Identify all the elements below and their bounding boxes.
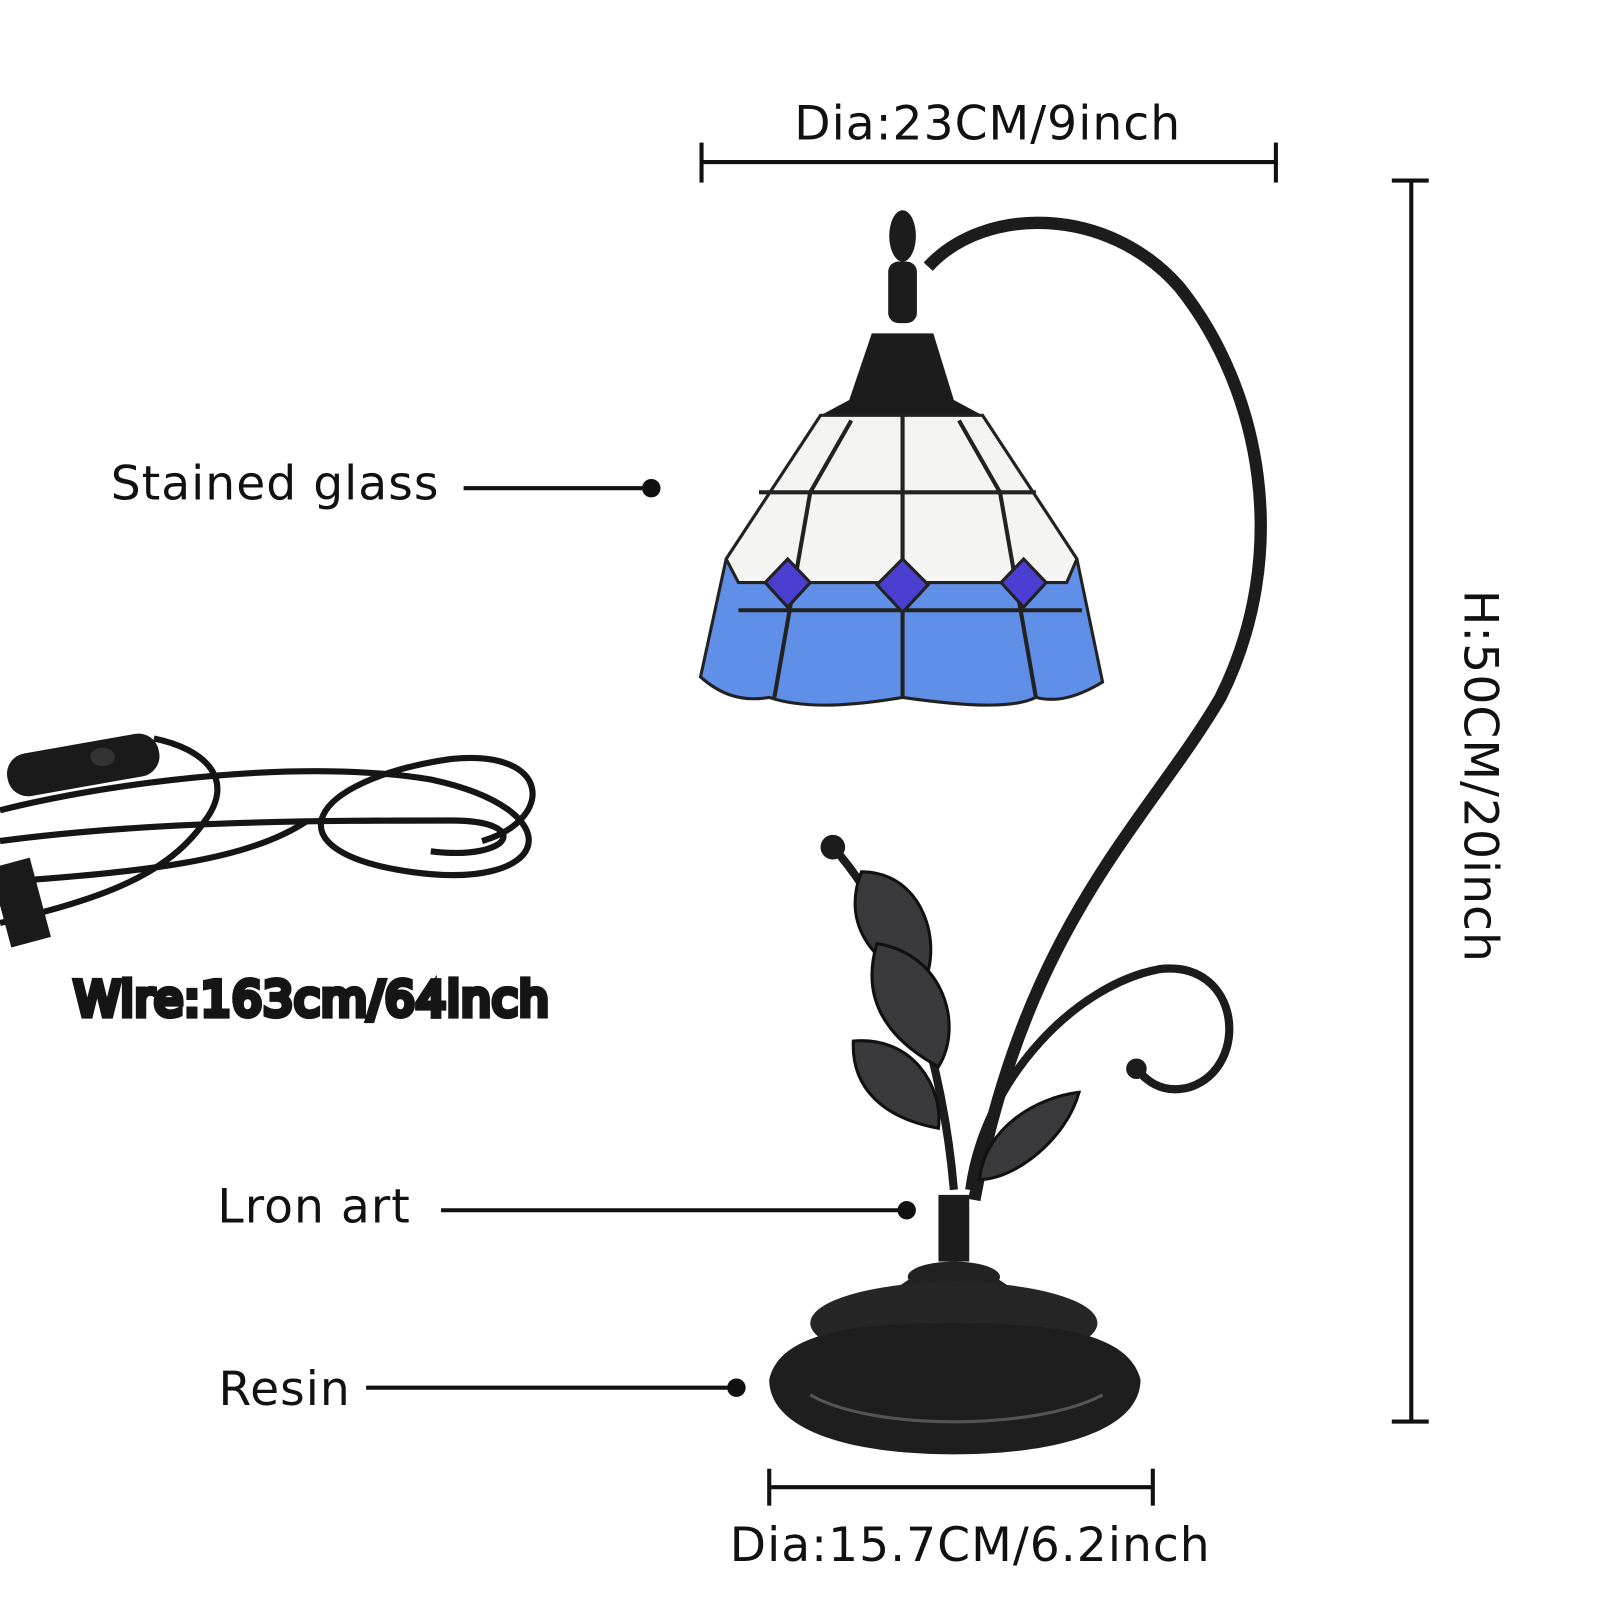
callout-label: Lron art bbox=[217, 1180, 410, 1235]
shade-diameter-label: Dia:23CM/9inch bbox=[794, 96, 1181, 151]
power-cord-image: Wire:163cm/64inch bbox=[0, 733, 552, 1030]
callout-iron-art: Lron art bbox=[217, 1180, 916, 1235]
callout-label: Stained glass bbox=[111, 456, 440, 511]
height-dimension: H:50CM/20inch bbox=[1391, 178, 1508, 1424]
shade-diameter-dimension: Dia:23CM/9inch bbox=[699, 96, 1278, 183]
base-diameter-dimension: Dia:15.7CM/6.2inch bbox=[730, 1468, 1211, 1573]
base-diameter-label: Dia:15.7CM/6.2inch bbox=[730, 1518, 1211, 1573]
wire-length-label: Wire:163cm/64inch bbox=[74, 972, 550, 1027]
callout-resin: Resin bbox=[218, 1362, 746, 1417]
height-label: H:50CM/20inch bbox=[1453, 590, 1508, 963]
callout-label: Resin bbox=[218, 1362, 350, 1417]
callout-stained-glass: Stained glass bbox=[111, 456, 661, 511]
lamp-image bbox=[698, 210, 1267, 1455]
